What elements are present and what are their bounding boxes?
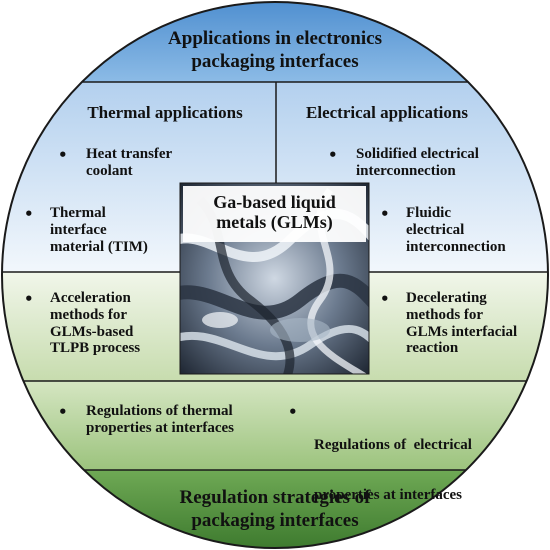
thermal-item1-line2: coolant xyxy=(86,162,133,179)
decelerating-line1: Decelerating xyxy=(406,290,487,306)
decelerating-line3: GLMs interfacial xyxy=(406,323,518,340)
regulations-electrical-line2: properties at interfaces xyxy=(314,486,463,503)
bullet-icon: • xyxy=(58,146,68,164)
regulations-thermal-line2: properties at interfaces xyxy=(86,419,235,436)
center-label-box xyxy=(183,186,366,242)
electrical-item1-line2: interconnection xyxy=(356,162,456,179)
acceleration-line2: methods for xyxy=(50,306,128,323)
bullet-icon: • xyxy=(24,205,34,223)
acceleration-methods: Acceleration methods for GLMs-based TLPB… xyxy=(50,290,140,357)
center-title-line2: metals (GLMs) xyxy=(216,212,333,233)
electrical-item1: Solidified electrical interconnection xyxy=(356,146,479,180)
center-title-line1: Ga-based liquid xyxy=(213,192,336,212)
thermal-heading: Thermal applications xyxy=(87,103,243,122)
thermal-item2-line2: interface xyxy=(50,221,107,238)
decelerating-line2: methods for xyxy=(406,306,484,323)
electrical-item2-line3: interconnection xyxy=(406,238,506,255)
thermal-item2-line3: material (TIM) xyxy=(50,238,148,255)
thermal-item1: Heat transfer coolant xyxy=(86,146,172,180)
decelerating-methods: Decelerating methods for GLMs interfacia… xyxy=(406,290,517,357)
top-banner-line2: packaging interfaces xyxy=(191,51,359,72)
regulations-electrical-line1: Regulations of electrical xyxy=(314,436,472,453)
bottom-banner-line2: packaging interfaces xyxy=(191,510,359,531)
regulation-section xyxy=(2,381,548,470)
regulations-thermal-line1: Regulations of thermal xyxy=(86,403,233,419)
regulations-electrical: Regulations of electrical properties at … xyxy=(314,403,472,537)
acceleration-line1: Acceleration xyxy=(50,290,131,306)
acceleration-line3: GLMs-based xyxy=(50,323,134,340)
decelerating-line4: reaction xyxy=(406,340,459,357)
bullet-icon: • xyxy=(328,146,338,164)
bullet-icon: • xyxy=(288,403,298,421)
bullet-icon: • xyxy=(380,290,390,308)
electrical-item2-line2: electrical xyxy=(406,221,465,238)
regulations-thermal: Regulations of thermal properties at int… xyxy=(86,403,234,437)
thermal-item2: Thermal interface material (TIM) xyxy=(50,205,148,255)
top-banner-line1: Applications in electronics xyxy=(168,28,382,49)
bullet-icon: • xyxy=(24,290,34,308)
thermal-item1-line1: Heat transfer xyxy=(86,146,173,162)
electrical-heading: Electrical applications xyxy=(306,103,468,122)
bottom-banner-line1: Regulation strategies of xyxy=(179,487,371,508)
electrical-item2: Fluidic electrical interconnection xyxy=(406,205,506,255)
electrical-item1-line1: Solidified electrical xyxy=(356,146,479,162)
bullet-icon: • xyxy=(380,205,390,223)
acceleration-line4: TLPB process xyxy=(50,340,141,357)
bullet-icon: • xyxy=(58,403,68,421)
thermal-item2-line1: Thermal xyxy=(50,205,106,221)
center-title: Ga-based liquid metals (GLMs) xyxy=(183,192,366,232)
electrical-item2-line1: Fluidic xyxy=(406,205,452,221)
